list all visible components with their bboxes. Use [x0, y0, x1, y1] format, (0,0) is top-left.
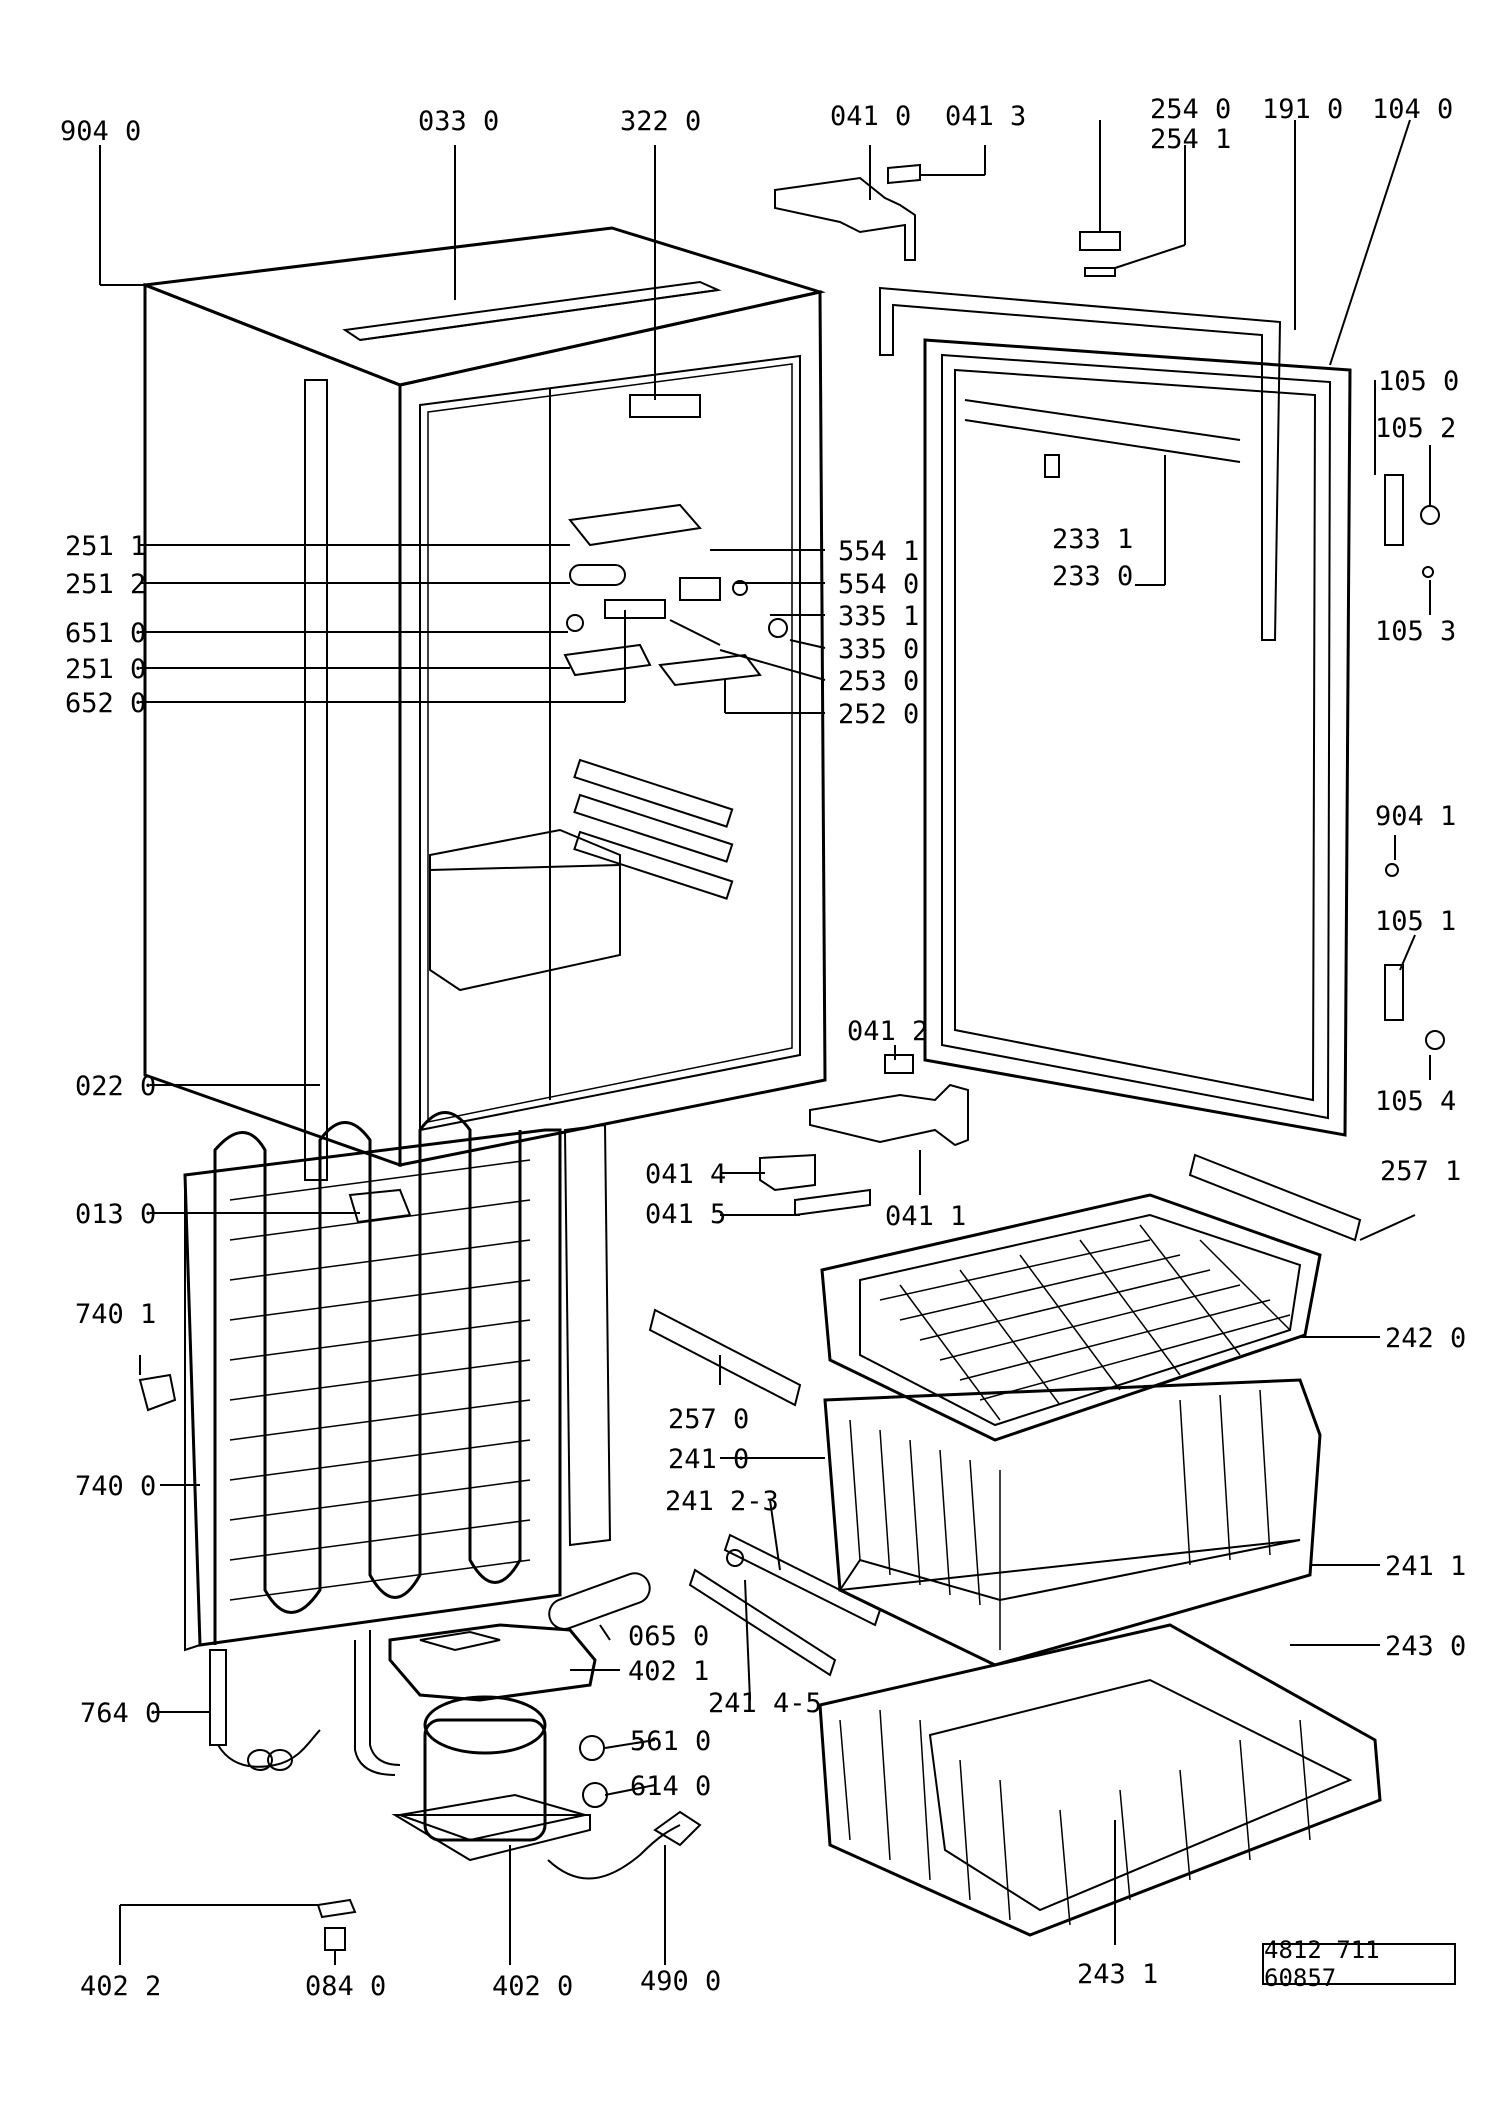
callout-033-0: 033 0 [418, 106, 499, 137]
callout-084-0: 084 0 [305, 1971, 386, 2002]
callout-402-1: 402 1 [628, 1656, 709, 1687]
callout-105-2: 105 2 [1375, 413, 1456, 444]
callout-243-1: 243 1 [1077, 1959, 1158, 1990]
cabinet-drawing [143, 226, 827, 1181]
callout-041-1: 041 1 [885, 1201, 966, 1232]
hinge-drawing [759, 163, 969, 1217]
callout-252-0: 252 0 [838, 699, 919, 730]
callout-022-0: 022 0 [75, 1071, 156, 1102]
callout-041-4: 041 4 [645, 1159, 726, 1190]
callout-651-0: 651 0 [65, 618, 146, 649]
callout-233-1: 233 1 [1052, 524, 1133, 555]
callout-904-0: 904 0 [60, 116, 141, 147]
callout-243-0: 243 0 [1385, 1631, 1466, 1662]
callout-241-1: 241 1 [1385, 1551, 1466, 1582]
callout-041-5: 041 5 [645, 1199, 726, 1230]
callout-322-0: 322 0 [620, 106, 701, 137]
callout-614-0: 614 0 [630, 1771, 711, 1802]
callout-191-0: 191 0 [1262, 94, 1343, 125]
callout-105-3: 105 3 [1375, 616, 1456, 647]
callout-242-0: 242 0 [1385, 1323, 1466, 1354]
callout-254-1: 254 1 [1150, 124, 1231, 155]
callout-764-0: 764 0 [80, 1698, 161, 1729]
callout-561-0: 561 0 [630, 1726, 711, 1757]
drawing-number-box: 4812 711 60857 [1262, 1936, 1456, 1992]
drawing-number: 4812 711 60857 [1264, 1936, 1380, 1992]
callout-251-0: 251 0 [65, 654, 146, 685]
callout-041-2: 041 2 [847, 1016, 928, 1047]
callout-554-0: 554 0 [838, 569, 919, 600]
callout-740-1: 740 1 [75, 1299, 156, 1330]
callout-241-2-3: 241 2-3 [665, 1486, 779, 1517]
callout-251-1: 251 1 [65, 531, 146, 562]
callout-104-0: 104 0 [1372, 94, 1453, 125]
callout-257-0: 257 0 [668, 1404, 749, 1435]
callout-105-0: 105 0 [1378, 366, 1459, 397]
callout-233-0: 233 0 [1052, 561, 1133, 592]
callout-065-0: 065 0 [628, 1621, 709, 1652]
callout-105-1: 105 1 [1375, 906, 1456, 937]
door-drawing [879, 231, 1445, 1137]
callout-105-4: 105 4 [1375, 1086, 1456, 1117]
callout-257-1: 257 1 [1380, 1156, 1461, 1187]
baskets-drawing [648, 1153, 1382, 1937]
callout-554-1: 554 1 [838, 536, 919, 567]
callout-652-0: 652 0 [65, 688, 146, 719]
callout-253-0: 253 0 [838, 666, 919, 697]
callout-041-0: 041 0 [830, 101, 911, 132]
callout-013-0: 013 0 [75, 1199, 156, 1230]
callout-041-3: 041 3 [945, 101, 1026, 132]
callout-740-0: 740 0 [75, 1471, 156, 1502]
leader-lines [99, 119, 1431, 1965]
callout-904-1: 904 1 [1375, 801, 1456, 832]
callout-254-0: 254 0 [1150, 94, 1231, 125]
callout-241-0: 241 0 [668, 1444, 749, 1475]
thermostat-group-drawing [566, 503, 788, 646]
callout-labels: 904 0 033 0 322 0 041 0 041 3 254 0 254 … [60, 94, 1466, 2002]
compressor-drawing [316, 1572, 702, 1951]
callout-241-4-5: 241 4-5 [708, 1688, 822, 1719]
callout-251-2: 251 2 [65, 569, 146, 600]
callout-402-0: 402 0 [492, 1971, 573, 2002]
callout-490-0: 490 0 [640, 1966, 721, 1997]
callout-335-0: 335 0 [838, 634, 919, 665]
callout-402-2: 402 2 [80, 1971, 161, 2002]
condenser-drawing [138, 1111, 612, 1771]
callout-335-1: 335 1 [838, 601, 919, 632]
